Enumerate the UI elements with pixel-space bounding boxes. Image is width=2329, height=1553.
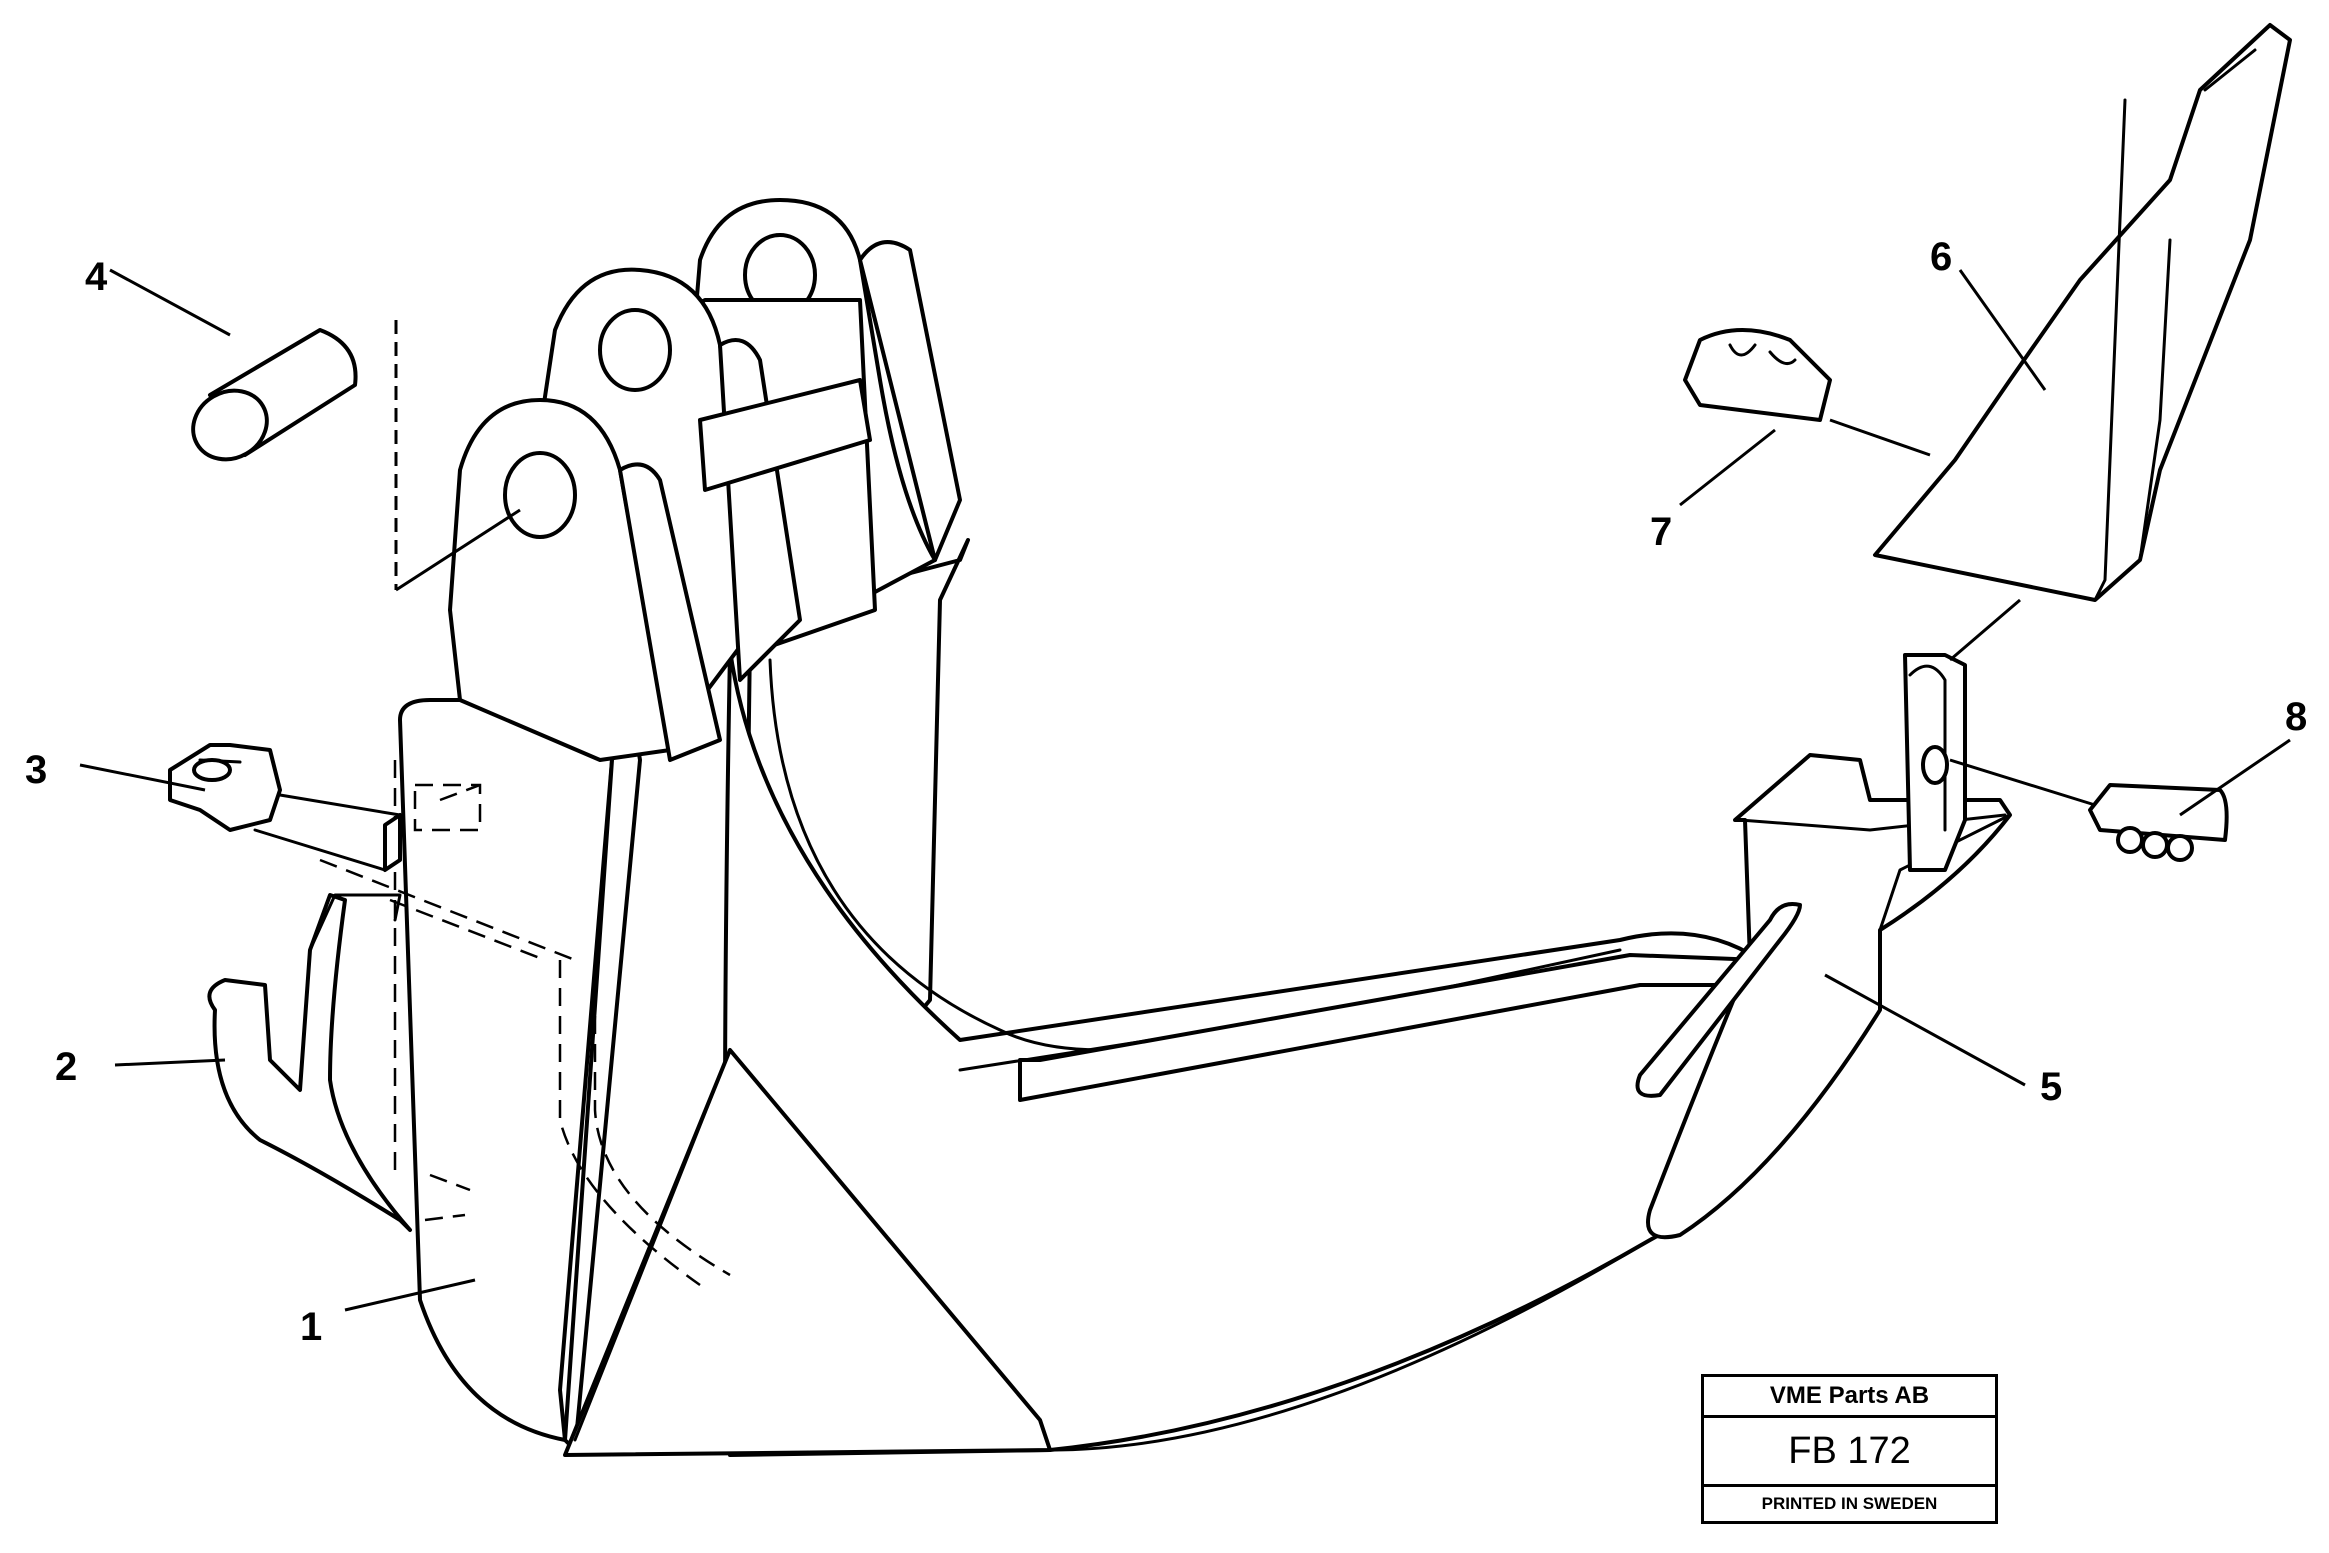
- callout-8: 8: [2285, 695, 2307, 739]
- callout-1: 1: [300, 1305, 322, 1349]
- pin-part-4: [191, 320, 521, 592]
- lock-part-8: [1949, 758, 2229, 862]
- ripper-shank-part-5: [1635, 653, 2012, 1240]
- tooth-part-6: [1873, 23, 2292, 602]
- title-block: VME Parts AB FB 172 PRINTED IN SWEDEN: [1701, 1374, 1998, 1524]
- assembly-line: [1949, 598, 2021, 662]
- mounting-lugs: [448, 198, 962, 762]
- callout-4: 4: [85, 255, 108, 299]
- lock-part-7: [1683, 328, 1931, 457]
- drawing-code: FB 172: [1704, 1418, 1995, 1487]
- callout-2: 2: [55, 1045, 77, 1089]
- printed-note: PRINTED IN SWEDEN: [1761, 1494, 1938, 1513]
- callout-5: 5: [2040, 1065, 2062, 1109]
- side-cutter-part-2: [207, 893, 412, 1232]
- callout-7: 7: [1650, 510, 1672, 554]
- company-name: VME Parts AB: [1704, 1377, 1995, 1418]
- callout-6: 6: [1930, 235, 1952, 279]
- callout-3: 3: [25, 748, 47, 792]
- wear-block-part-3: [168, 743, 402, 872]
- leader-lines: [79, 268, 2291, 1312]
- hidden-edges: [319, 760, 731, 1287]
